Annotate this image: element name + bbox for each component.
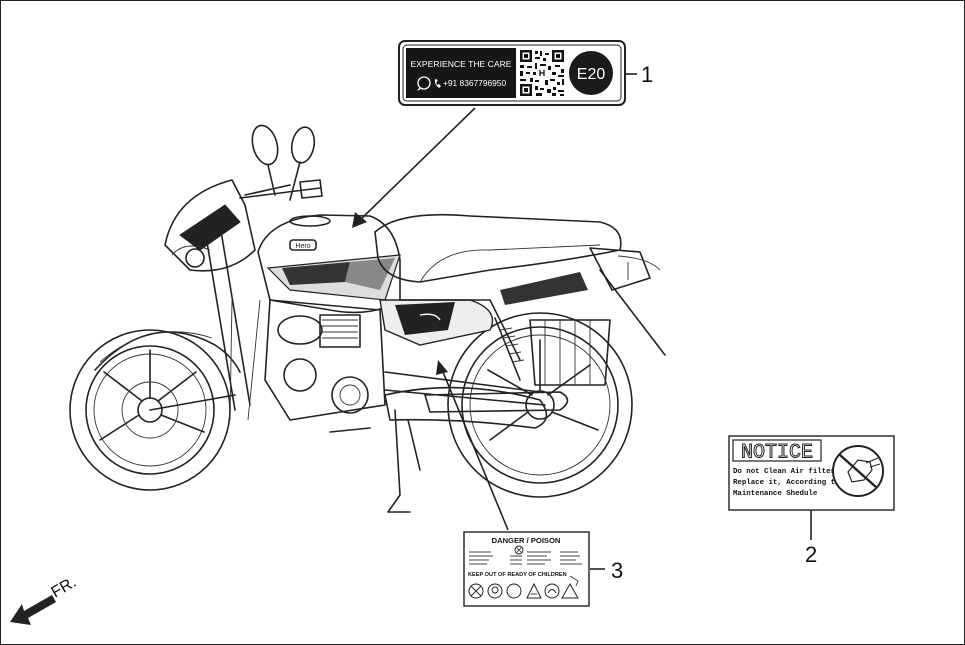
saree-guard [529,319,611,386]
label-1-phone: +91 8367796950 [443,78,506,88]
side-panel [379,272,588,346]
danger-footer: KEEP OUT OF READY OF CHILDREN [468,572,567,578]
chain-cover [384,386,548,429]
rear-shock [494,317,525,381]
front-mudguard [94,331,241,373]
headlamp-cowl [164,179,256,272]
notice-line-2: Replace it, According to [733,479,840,487]
no-cleaning-icon [832,445,884,497]
notice-title: NOTICE [741,442,813,465]
swingarm [384,371,546,406]
danger-title: DANGER / POISON [492,536,561,545]
brand-logo: Hero [295,243,310,250]
engine [229,299,386,421]
front-direction-indicator: FR. [10,574,79,625]
e20-badge [569,51,613,95]
callout-2: 2 [805,542,817,567]
label-1-experience-care: EXPERIENCE THE CARE +91 8367796950 E20 1 [398,40,653,106]
e20-badge-text: E20 [577,66,606,83]
label-2-notice: NOTICE Do not Clean Air filter Replace i… [728,435,895,567]
notice-line-1: Do not Clean Air filter [733,468,835,476]
phone-icon [434,79,441,88]
poison-icon [514,545,524,555]
label-3-danger-poison: DANGER / POISON KEEP OUT OF READY OF CHI… [463,531,623,607]
motorcycle-illustration: Hero [69,124,666,513]
front-arrow-icon [10,595,56,625]
seat [374,213,622,283]
rear-wheel [447,312,633,498]
danger-fine-print [469,551,582,565]
silencer [424,391,569,413]
notice-line-3: Maintenance Shedule [733,490,818,498]
front-fork [204,224,251,411]
callout-1: 1 [641,62,653,87]
leader-arrow-1 [352,107,476,228]
whatsapp-icon [417,76,431,91]
mirrors-handlebar [239,124,323,201]
safety-symbols [468,575,579,599]
label-1-headline: EXPERIENCE THE CARE [410,59,511,69]
qr-code-icon [518,48,566,98]
callout-3: 3 [611,558,623,583]
leader-arrow-3 [436,360,509,531]
center-stand [387,409,421,513]
